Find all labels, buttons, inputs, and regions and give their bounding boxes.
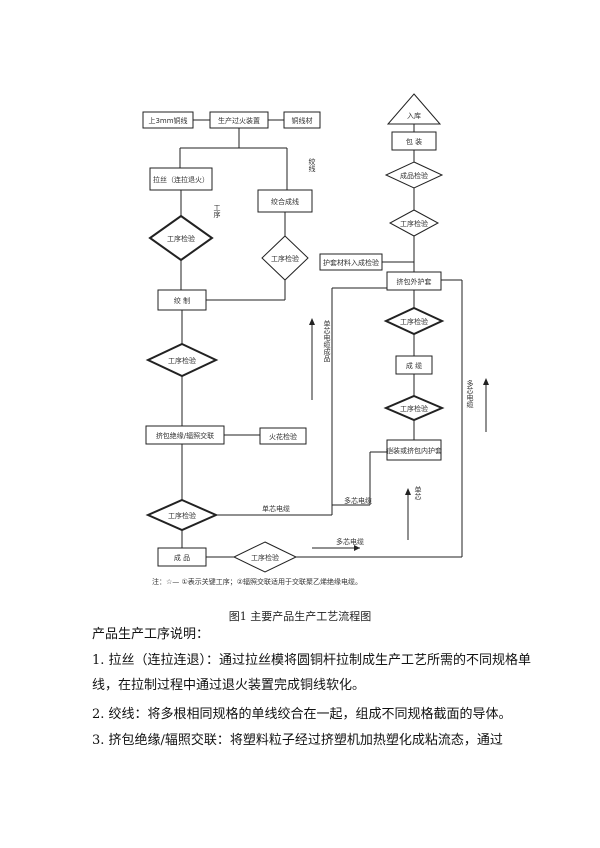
list-item-2: 2. 绞线：将多根相同规格的单线绞合在一起，组成不同规格截面的导体。 bbox=[92, 707, 512, 722]
node-inspect-6-label: 工序检验 bbox=[400, 317, 428, 326]
node-inspect-4-label: 工序检验 bbox=[168, 511, 196, 520]
node-finish-label: 成 品 bbox=[174, 553, 190, 562]
node-inspect-5-label: 工序检验 bbox=[251, 553, 279, 562]
side-label-left-top: 绞线 bbox=[308, 157, 316, 172]
side-label-right-1: 多芯电缆 bbox=[466, 379, 474, 409]
node-zinc-wire-label: 铜线材 bbox=[292, 116, 313, 125]
node-sheath-material-label: 护套材料入成检验 bbox=[323, 258, 379, 267]
node-armor-label: 铠装或挤包内护套 bbox=[386, 446, 442, 455]
side-label-mid-vertical: 单芯电缆成品 bbox=[323, 319, 331, 363]
side-label-right-2: 单芯 bbox=[414, 485, 422, 500]
node-final-inspect-label: 成品检验 bbox=[400, 171, 428, 180]
node-inspect-1-label: 工序检验 bbox=[167, 234, 195, 243]
node-inspect-7-label: 工序检验 bbox=[400, 404, 428, 413]
side-label-left-mid: 工序 bbox=[213, 204, 221, 219]
node-inspect-3-label: 工序检验 bbox=[168, 356, 196, 365]
node-inspect-final bbox=[388, 209, 440, 237]
node-spark-label: 火花检验 bbox=[269, 432, 297, 441]
bottom-label-a: 单芯电缆 bbox=[262, 504, 290, 513]
bottom-label-c: 多芯电缆 bbox=[336, 537, 364, 546]
node-bundle-label: 绞 制 bbox=[174, 296, 190, 305]
node-draw-anneal-label: 拉丝（连拉退火） bbox=[153, 175, 209, 184]
node-stranding-label: 绞合成线 bbox=[271, 197, 299, 206]
diagram-note: 注：☆— ①表示关键工序；②辐照交联适用于交联聚乙烯绝缘电缆。 bbox=[152, 577, 362, 586]
section-heading: 产品生产工序说明： bbox=[92, 627, 210, 642]
node-wire-drawing-label: 生产过火装置 bbox=[218, 116, 260, 125]
node-cabling-label: 成 缆 bbox=[406, 361, 422, 370]
bottom-label-b: 多芯电缆 bbox=[344, 496, 372, 505]
node-inspect-5 bbox=[232, 541, 298, 573]
node-inspect-7 bbox=[383, 394, 445, 422]
node-inspect-final-label: 工序检验 bbox=[400, 219, 428, 228]
list-item-1: 1. 拉丝（连拉连退）：通过拉丝模将圆铜杆拉制成生产工艺所需的不同规格单线，在拉… bbox=[92, 653, 532, 693]
node-final-inspect bbox=[384, 161, 444, 189]
list-item-3: 3. 挤包绝缘/辐照交联：将塑料粒子经过挤塑机加热塑化成粘流态，通过 bbox=[92, 733, 503, 748]
node-storage-label: 入库 bbox=[407, 111, 421, 120]
figure-caption: 图1 主要产品生产工艺流程图 bbox=[228, 610, 372, 623]
node-package-label: 包 装 bbox=[406, 137, 422, 146]
process-flow-diagram: 上3mm铜线 生产过火装置 铜线材 拉丝（连拉退火） 绞线 工序检验 工序 绞合… bbox=[142, 93, 489, 586]
node-storage bbox=[386, 93, 442, 125]
node-copper-rod-label: 上3mm铜线 bbox=[148, 116, 187, 125]
node-spark bbox=[259, 427, 307, 445]
node-inspect-6 bbox=[383, 306, 445, 336]
node-sheath-label: 挤包外护套 bbox=[397, 277, 432, 286]
node-inspect-2-label: 工序检验 bbox=[271, 254, 299, 263]
node-insulation-label: 挤包绝缘/辐照交联 bbox=[156, 431, 214, 440]
